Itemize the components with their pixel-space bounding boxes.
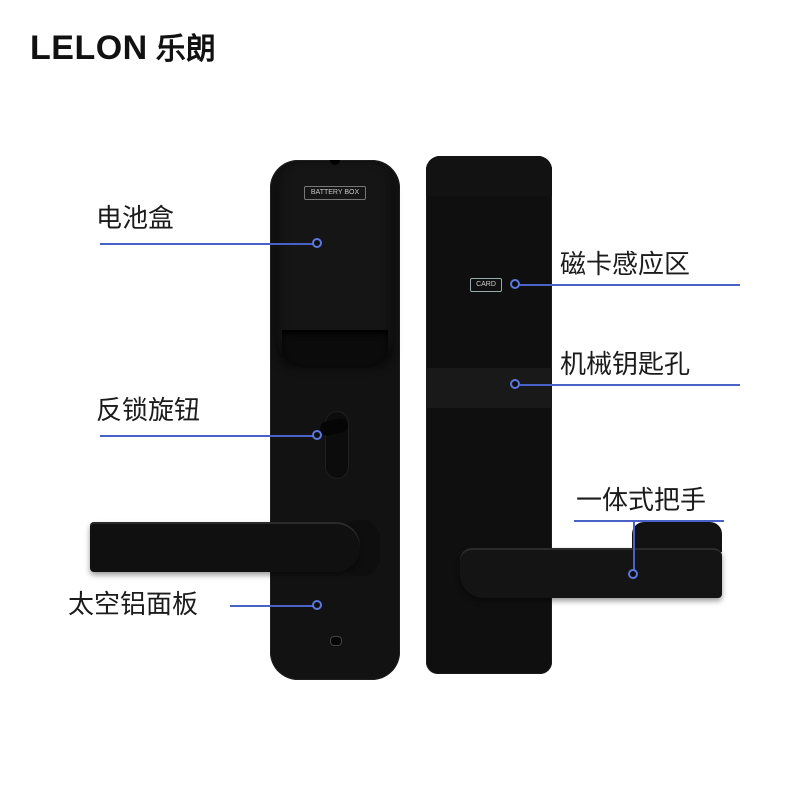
- left-handle: [90, 522, 360, 572]
- callout-line-battery-box: [100, 243, 318, 245]
- callout-dot-integrated-handle: [628, 569, 638, 579]
- brand-logo: LELON 乐朗: [30, 24, 216, 68]
- callout-integrated-handle: 一体式把手: [576, 486, 707, 516]
- callout-dot-battery-box: [312, 238, 322, 248]
- callout-dot-deadbolt-knob: [312, 430, 322, 440]
- callout-dot-mechanical-keyhole: [510, 379, 520, 389]
- callout-line-integrated-handle: [574, 520, 724, 522]
- callout-battery-box: 电池盒: [96, 204, 175, 234]
- callout-deadbolt-knob: 反锁旋钮: [96, 396, 201, 426]
- card-sensor-badge: CARD: [470, 278, 502, 292]
- battery-box-lip: [282, 330, 388, 368]
- callout-mechanical-keyhole: 机械钥匙孔: [560, 350, 691, 380]
- right-handle: [460, 548, 722, 598]
- battery-box-cover: [276, 163, 394, 363]
- brand-latin-text: LELON: [30, 29, 148, 67]
- callout-aluminum-panel: 太空铝面板: [68, 590, 199, 620]
- callout-line-deadbolt-knob: [100, 435, 318, 437]
- callout-line-card-sensor-area: [516, 284, 740, 286]
- right-handle-tip: [632, 522, 722, 552]
- callout-dot-aluminum-panel: [312, 600, 322, 610]
- right-lock-top-cap: [426, 156, 552, 196]
- callout-line-aluminum-panel: [230, 605, 318, 607]
- battery-notch: [330, 160, 340, 165]
- callout-line-mechanical-keyhole: [516, 384, 740, 386]
- brand-chinese-text: 乐朗: [155, 32, 216, 67]
- callout-dot-card-sensor-area: [510, 279, 520, 289]
- left-bottom-screw: [330, 636, 342, 646]
- mechanical-keyhole-band: [426, 368, 552, 408]
- callout-card-sensor-area: 磁卡感应区: [560, 250, 691, 280]
- callout-vertical-integrated-handle: [633, 520, 635, 572]
- battery-box-engraving: BATTERY BOX: [304, 186, 366, 200]
